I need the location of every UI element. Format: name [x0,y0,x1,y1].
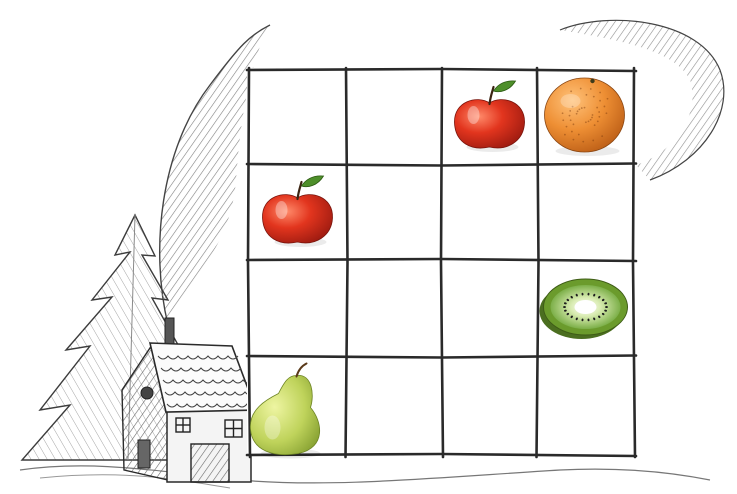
board-cell-r4c4[interactable] [539,358,632,453]
board-cell-r4c3[interactable] [444,358,535,453]
board-cell-r2c3[interactable] [444,166,535,258]
board-cell-r2c4[interactable] [539,166,632,258]
board-cell-r3c3[interactable] [444,262,535,354]
board-cell-r1c1[interactable] [251,72,344,162]
board-cell-r4c2[interactable] [348,358,440,453]
board-cell-r2c2[interactable] [348,166,440,258]
board-cell-r3c1[interactable] [251,262,344,354]
board-cell-r1c2[interactable] [348,72,440,162]
board-cell-r3c2[interactable] [348,262,440,354]
grid-line-vertical [633,68,635,457]
